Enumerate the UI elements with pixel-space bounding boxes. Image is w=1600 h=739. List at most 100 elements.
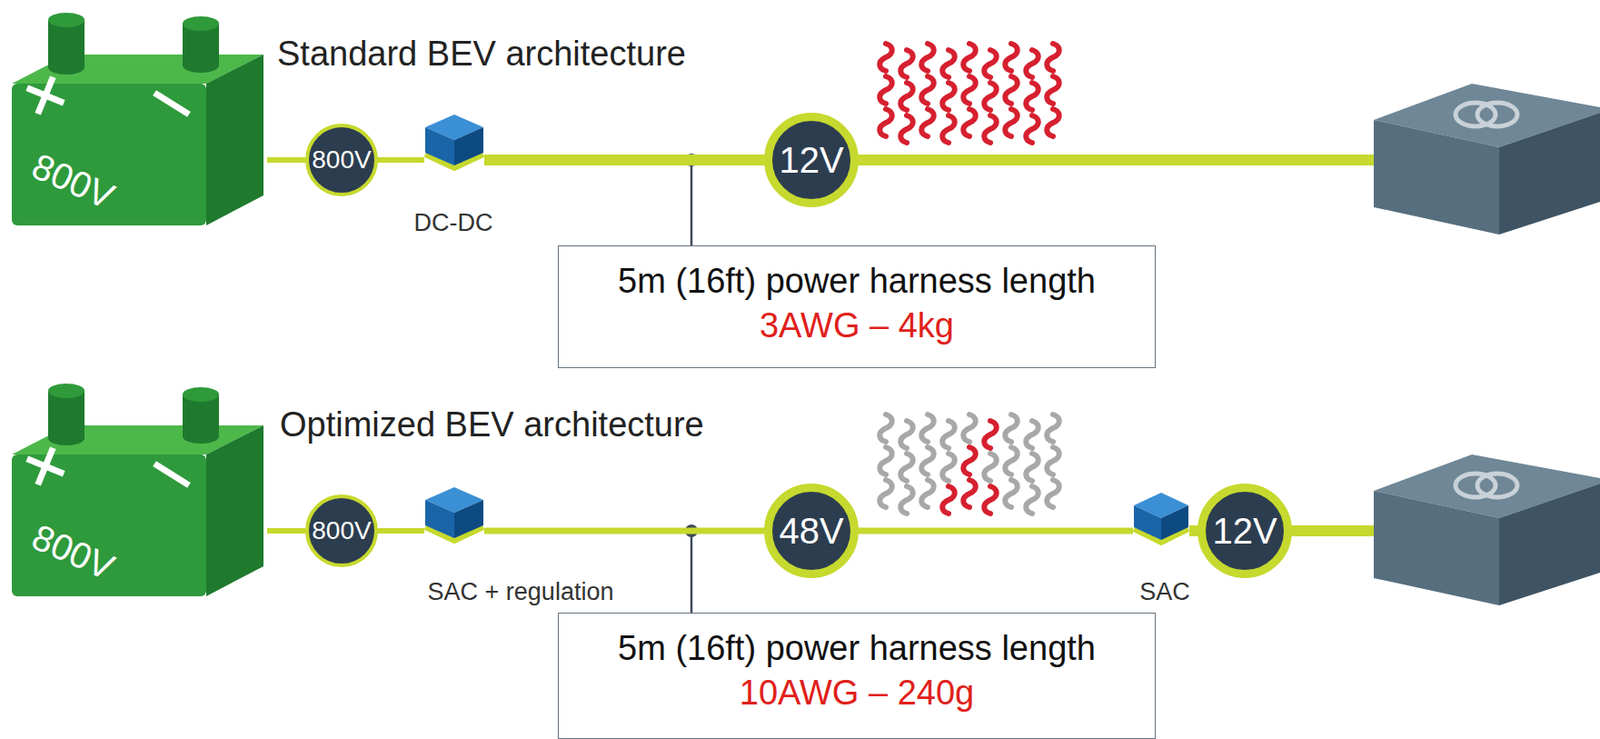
voltage-label: 12V: [1212, 510, 1277, 552]
heat-stroke: [1025, 82, 1039, 110]
callout-line: 5m (16ft) power harness length: [576, 626, 1137, 671]
heat-waves: [879, 43, 1060, 143]
callout-text: 5m (16ft) power harness length: [617, 261, 1096, 300]
heat-stroke: [879, 414, 893, 442]
power-wire: [857, 527, 1133, 535]
heat-stroke: [900, 82, 914, 110]
converter-cube: [423, 485, 486, 546]
voltage-circle: 800V: [305, 494, 378, 567]
heat-stroke: [1025, 115, 1039, 143]
voltage-circle: 12V: [1197, 483, 1292, 578]
heat-stroke: [921, 447, 935, 475]
heat-stroke: [900, 115, 914, 143]
converter: SAC + regulation: [423, 485, 486, 546]
callout-line: 5m (16ft) power harness length: [576, 258, 1137, 304]
heat-stroke: [921, 479, 935, 507]
heat-stroke: [921, 76, 935, 104]
callout-box: 5m (16ft) power harness length 10AWG – 24…: [557, 612, 1156, 739]
heat-waves: [879, 414, 1060, 514]
heat-stroke: [1025, 49, 1039, 78]
heat-stroke: [921, 109, 935, 137]
power-wire: [267, 157, 307, 163]
converter-label: SAC: [1139, 577, 1191, 607]
heat-stroke: [1046, 479, 1060, 507]
heat-stroke: [921, 414, 935, 442]
power-wire: [377, 527, 425, 534]
load-module: [1373, 83, 1600, 235]
heat-stroke: [942, 420, 955, 448]
heat-stroke: [1025, 420, 1039, 448]
heat-stroke: [983, 49, 997, 78]
heat-stroke: [983, 420, 997, 448]
heat-stroke: [1025, 453, 1039, 481]
heat-stroke: [879, 109, 893, 137]
heat-stroke: [942, 453, 955, 481]
voltage-label: 12V: [778, 139, 844, 181]
heat-stroke: [963, 414, 976, 442]
battery-body: [4, 0, 269, 229]
voltage-label: 48V: [778, 510, 844, 552]
battery-body: [4, 370, 269, 600]
power-wire: [377, 157, 425, 163]
heat-stroke: [879, 447, 893, 475]
heat-stroke: [942, 486, 955, 514]
voltage-circle: 12V: [764, 112, 859, 208]
heat-stroke: [1046, 109, 1060, 137]
heat-stroke: [900, 49, 914, 78]
wire-spec: 3AWG – 4kg: [759, 306, 955, 345]
heat-stroke: [983, 486, 997, 514]
heat-stroke: [963, 109, 976, 137]
callout-line: 3AWG – 4kg: [576, 303, 1137, 348]
heat-stroke: [983, 82, 997, 110]
heat-stroke: [900, 420, 914, 448]
heat-stroke: [963, 479, 976, 507]
heat-stroke: [921, 43, 935, 71]
heat-stroke: [963, 43, 976, 71]
heat-stroke: [1004, 414, 1018, 442]
heat-stroke: [1046, 76, 1060, 104]
heat-stroke: [1025, 486, 1039, 514]
callout-box: 5m (16ft) power harness length 3AWG – 4kg: [557, 245, 1156, 368]
voltage-label: 800V: [311, 516, 371, 546]
callout-line: 10AWG – 240g: [576, 670, 1137, 716]
heat-stroke: [983, 115, 997, 143]
battery: 800V: [4, 370, 269, 600]
power-wire: [854, 154, 1377, 166]
voltage-circle: 48V: [764, 483, 859, 578]
power-wire: [1285, 525, 1377, 537]
callout-text: 5m (16ft) power harness length: [617, 628, 1096, 667]
heat-stroke: [963, 76, 976, 104]
converter-cube: [1132, 490, 1191, 547]
heat-stroke: [1046, 43, 1060, 71]
heat-stroke: [900, 453, 914, 481]
section-title: Optimized BEV architecture: [279, 405, 705, 445]
converter: SAC: [1132, 490, 1191, 547]
heat-stroke: [942, 49, 955, 78]
voltage-circle: 800V: [305, 123, 378, 197]
heat-stroke: [1004, 479, 1018, 507]
heat-stroke: [879, 479, 893, 507]
leader-line: [690, 530, 694, 613]
power-wire: [267, 527, 307, 534]
converter: DC-DC: [423, 112, 486, 173]
converter-label: SAC + regulation: [427, 577, 615, 607]
heat-stroke: [942, 82, 955, 110]
battery: 800V: [4, 0, 269, 229]
heat-stroke: [879, 76, 893, 104]
voltage-label: 800V: [311, 145, 371, 175]
converter-label: DC-DC: [414, 208, 494, 238]
converter-cube: [423, 112, 486, 173]
heat-stroke: [942, 115, 955, 143]
power-wire: [484, 527, 766, 535]
heat-stroke: [900, 486, 914, 514]
power-wire: [484, 154, 766, 166]
leader-line: [690, 159, 694, 246]
heat-stroke: [1046, 447, 1060, 475]
heat-stroke: [879, 43, 893, 71]
heat-stroke: [1004, 43, 1018, 71]
heat-stroke: [983, 453, 997, 481]
wire-spec: 10AWG – 240g: [739, 673, 974, 712]
heat-stroke: [1004, 76, 1018, 104]
heat-stroke: [1004, 109, 1018, 137]
